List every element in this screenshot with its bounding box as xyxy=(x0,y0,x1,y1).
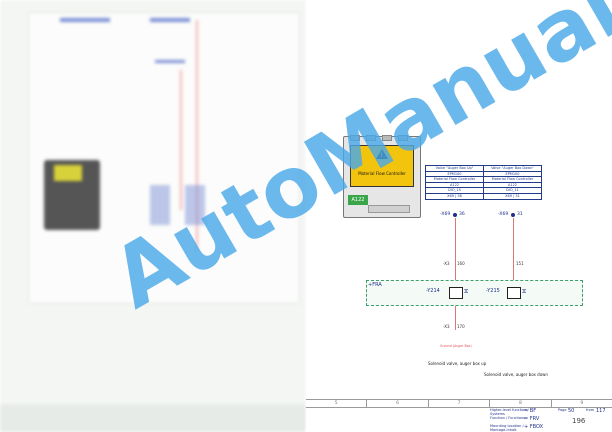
tb-page-value: 50 xyxy=(568,408,575,414)
controller-id-badge: A122 xyxy=(348,195,368,205)
material-flow-controller: ! Material Flow Controller A122 xyxy=(343,135,421,218)
grid-col-6: 6 xyxy=(367,400,429,408)
previous-page-frame xyxy=(28,12,300,304)
controller-tab xyxy=(382,135,392,141)
title-block-border xyxy=(306,407,612,408)
connector-right-pin-number: 31 xyxy=(517,212,523,217)
grid-col-5: 5 xyxy=(306,400,368,408)
terminal-left-top: -X3 xyxy=(443,261,450,266)
tb-row3-label: Mounting location / Montage-Inhalt xyxy=(490,424,524,432)
controller-tab xyxy=(350,135,360,141)
ground-note: Ground (Auger Box) xyxy=(440,344,472,348)
signal-table: Valve "Auger Box Up" Valve "Auger Box Do… xyxy=(425,165,542,200)
valve-left-symbol-icon: ⧖ xyxy=(464,288,469,295)
previous-page-box xyxy=(150,185,170,225)
controller-screen: ! Material Flow Controller xyxy=(350,145,414,187)
table-cell-device-right: Material Flow Controller xyxy=(483,176,542,183)
controller-title: Material Flow Controller xyxy=(358,171,406,176)
tb-from-label: from xyxy=(586,408,595,412)
note-valve-down: Solenoid valve, auger box down xyxy=(484,372,548,377)
controller-connector xyxy=(368,205,410,213)
solenoid-valve-right-icon xyxy=(507,287,521,299)
previous-page-footer xyxy=(0,404,306,432)
grid-col-7: 7 xyxy=(429,400,491,408)
wire-left xyxy=(455,218,456,330)
valve-right-symbol-icon: ⧖ xyxy=(522,288,527,295)
previous-page-box-2 xyxy=(185,185,205,225)
title-block: Higher-level function / Systems = BF Fun… xyxy=(488,407,612,432)
connector-left-label: -X69 xyxy=(440,212,451,217)
tb-row2-value: = FRV xyxy=(524,416,540,422)
tb-row3-value: + FBOX xyxy=(524,424,544,430)
valve-left-label: -Y214 xyxy=(426,288,440,294)
tb-from-value: 117 xyxy=(596,408,606,414)
fra-module-box xyxy=(366,280,583,306)
terminal-left-bottom: -X3 xyxy=(443,324,450,329)
warning-icon xyxy=(376,149,388,159)
grid-col-8: 8 xyxy=(490,400,552,408)
connector-right-label: -X69 xyxy=(498,212,509,217)
solenoid-valve-left-icon xyxy=(449,287,463,299)
wire-right xyxy=(513,218,514,290)
connector-right-pin xyxy=(511,213,515,217)
table-cell-device-left: Material Flow Controller xyxy=(425,176,484,183)
connector-left-pin-number: 36 xyxy=(459,212,465,217)
terminal-right-top-number: 151 xyxy=(516,261,524,266)
table-cell-pin-right: X69 | 31 xyxy=(483,193,542,200)
tb-row2-label: Function / Functions xyxy=(490,416,526,420)
tb-page-number: 196 xyxy=(572,417,586,425)
previous-page-label xyxy=(60,18,110,22)
previous-page-wire xyxy=(196,20,198,250)
controller-tab xyxy=(398,135,408,141)
tb-page-label: Page xyxy=(558,408,567,412)
previous-page-label-2 xyxy=(150,18,190,22)
controller-tab xyxy=(366,135,376,141)
tb-row1-label: Higher-level function / Systems xyxy=(490,408,529,416)
table-cell-header-right: Valve "Auger Box Down" xyxy=(483,165,542,172)
valve-right-label: -Y215 xyxy=(486,288,500,294)
terminal-left-bottom-number: 170 xyxy=(457,324,465,329)
table-cell-pin-left: X69 | 36 xyxy=(425,193,484,200)
fra-module-label: +FRA xyxy=(368,282,382,288)
grid-col-9: 9 xyxy=(580,401,584,406)
terminal-left-top-number: 160 xyxy=(457,261,465,266)
previous-page-device-screen xyxy=(54,165,82,181)
connector-left-pin xyxy=(453,213,457,217)
previous-page-blurred xyxy=(0,0,306,432)
previous-page-wire-2 xyxy=(180,70,182,210)
grid-column-row: 5 6 7 8 9 xyxy=(306,399,612,408)
tb-row1-value: = BF xyxy=(524,408,537,414)
previous-page-label-3 xyxy=(155,60,185,63)
note-valve-up: Solenoid valve, auger box up xyxy=(428,361,487,366)
